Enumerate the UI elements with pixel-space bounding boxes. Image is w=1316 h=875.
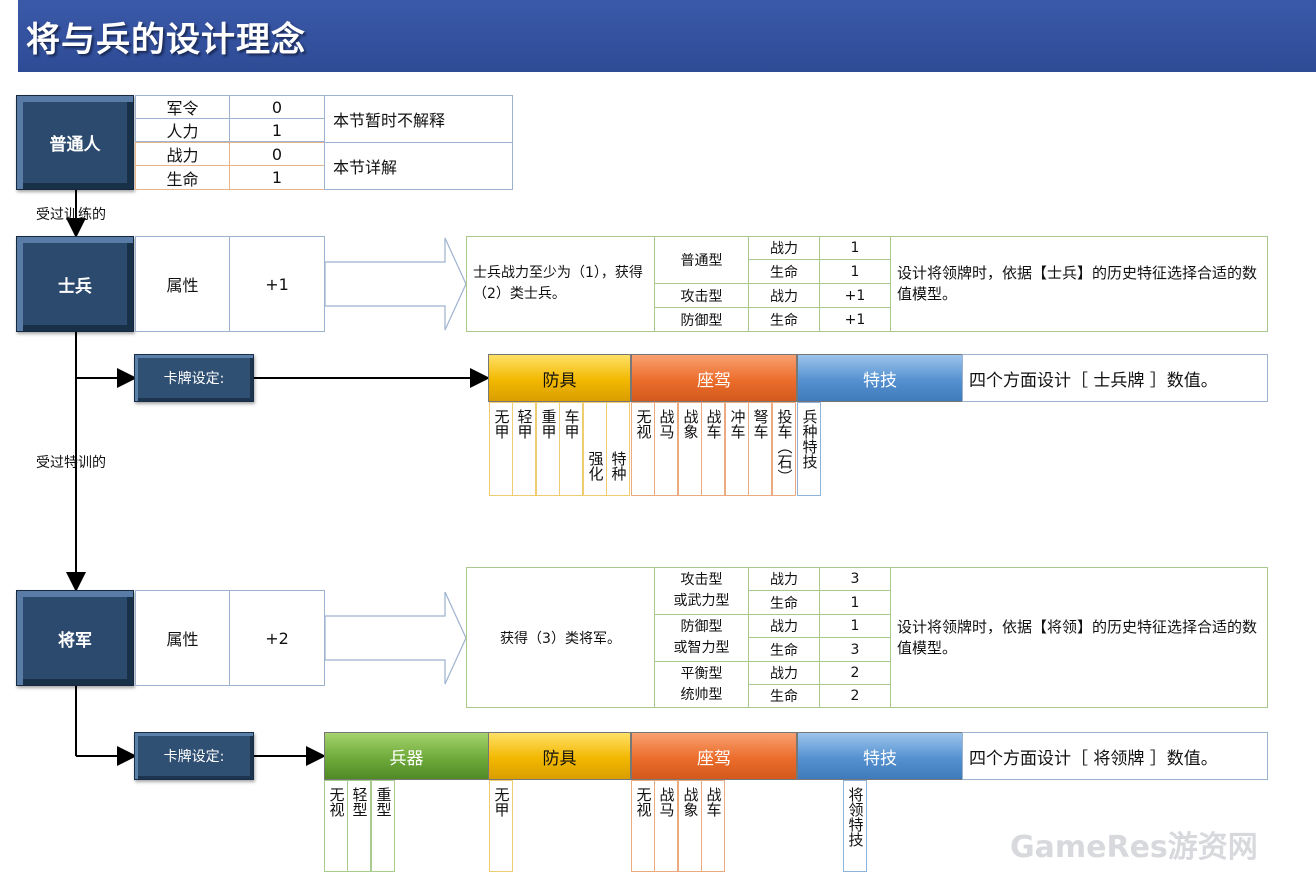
soldier-mount-tag: 投车（石） xyxy=(772,402,796,496)
commoner-value-cell: 0 xyxy=(229,95,325,119)
general-stat-value: 3 xyxy=(819,567,891,591)
commoner-attr-cell: 人力 xyxy=(135,118,230,142)
general-stat-key: 战力 xyxy=(748,614,820,638)
soldier-mount-tag: 战马 xyxy=(654,402,678,496)
general-weapon-tag: 重型 xyxy=(371,780,395,872)
soldier-stat-key: 战力 xyxy=(748,283,820,308)
soldier-mount-tag: 无视 xyxy=(631,402,655,496)
commoner-attr-cell: 战力 xyxy=(135,142,230,166)
general-type-name-line2: 统帅型 xyxy=(680,686,723,703)
soldier-type-name: 普通型 xyxy=(654,236,749,284)
general-category-armor: 防具 xyxy=(488,732,631,780)
node-general: 将军 xyxy=(16,590,134,686)
general-armor-tag: 无甲 xyxy=(489,780,513,872)
commoner-value-cell: 1 xyxy=(229,165,325,190)
general-stat-key: 战力 xyxy=(748,661,820,685)
node-soldier: 士兵 xyxy=(16,236,134,332)
soldier-design-note: 设计将领牌时，依据【士兵】的历史特征选择合适的数值模型。 xyxy=(890,236,1268,332)
soldier-mount-tag: 战车 xyxy=(701,402,725,496)
soldier-category-mount: 座驾 xyxy=(631,354,797,402)
general-category-weapon: 兵器 xyxy=(324,732,489,780)
soldier-stat-key: 生命 xyxy=(748,259,820,284)
general-stat-key: 生命 xyxy=(748,684,820,708)
general-mount-tag: 战马 xyxy=(654,780,678,872)
commoner-note-bottom: 本节详解 xyxy=(324,142,513,190)
general-weapon-tag: 轻型 xyxy=(347,780,371,872)
general-type-name-line2: 或武力型 xyxy=(673,593,730,609)
general-stat-value: 3 xyxy=(819,637,891,662)
general-type-name-line1: 攻击型 xyxy=(680,572,723,588)
general-type-name-line1: 平衡型 xyxy=(680,665,723,682)
general-type-name-line1: 防御型 xyxy=(680,619,723,635)
commoner-value-cell: 0 xyxy=(229,142,325,166)
general-weapon-tag: 无视 xyxy=(324,780,348,872)
soldier-card-setting: 卡牌设定: xyxy=(134,354,254,402)
soldier-armor-tag: 特种 xyxy=(606,402,630,496)
general-category-mount: 座驾 xyxy=(631,732,797,780)
edge-label-trained: 受过训练的 xyxy=(36,207,106,223)
general-stat-value: 1 xyxy=(819,614,891,638)
general-mount-tag: 战象 xyxy=(678,780,702,872)
soldier-mount-tag: 弩车 xyxy=(748,402,772,496)
general-card-setting: 卡牌设定: xyxy=(134,732,254,780)
commoner-attr-cell: 生命 xyxy=(135,165,230,190)
soldier-desc: 士兵战力至少为（1），获得（2）类士兵。 xyxy=(466,236,655,332)
general-type-name: 平衡型 统帅型 xyxy=(654,661,749,708)
title-bar: 将与兵的设计理念 xyxy=(18,0,1316,72)
node-commoner: 普通人 xyxy=(16,95,134,190)
soldier-stat-key: 战力 xyxy=(748,236,820,260)
soldier-type-name: 防御型 xyxy=(654,307,749,332)
soldier-armor-tag: 重甲 xyxy=(536,402,560,496)
soldier-armor-tag: 轻甲 xyxy=(512,402,536,496)
block-arrow-general xyxy=(324,591,467,685)
general-stat-key: 生命 xyxy=(748,590,820,615)
general-mount-tag: 无视 xyxy=(631,780,655,872)
general-stat-value: 2 xyxy=(819,684,891,708)
soldier-armor-tag: 车甲 xyxy=(559,402,583,496)
soldier-stat-value: 1 xyxy=(819,259,891,284)
soldier-skill-tag: 兵种特技 xyxy=(797,402,821,496)
soldier-armor-tag: 无甲 xyxy=(489,402,513,496)
general-stat-value: 1 xyxy=(819,590,891,615)
soldier-attr-value: +1 xyxy=(229,236,325,332)
page-title: 将与兵的设计理念 xyxy=(26,20,306,60)
general-skill-tag: 将领特技 xyxy=(843,780,867,872)
general-desc: 获得（3）类将军。 xyxy=(466,567,655,708)
general-attr-label: 属性 xyxy=(135,590,230,686)
general-mount-tag: 战车 xyxy=(701,780,725,872)
soldier-stat-value: +1 xyxy=(819,307,891,332)
general-stat-key: 生命 xyxy=(748,637,820,662)
soldier-card-note: 四个方面设计［ 士兵牌 ］数值。 xyxy=(962,354,1268,402)
general-type-name: 攻击型 或武力型 xyxy=(654,567,749,615)
soldier-category-skill: 特技 xyxy=(797,354,963,402)
general-card-note: 四个方面设计［ 将领牌 ］数值。 xyxy=(962,732,1268,780)
soldier-stat-key: 生命 xyxy=(748,307,820,332)
watermark: GameRes游资网 xyxy=(1010,830,1258,865)
commoner-value-cell: 1 xyxy=(229,118,325,142)
soldier-mount-tag: 冲车 xyxy=(725,402,749,496)
block-arrow-soldier xyxy=(324,237,467,331)
soldier-stat-value: 1 xyxy=(819,236,891,260)
general-attr-value: +2 xyxy=(229,590,325,686)
general-stat-key: 战力 xyxy=(748,567,820,591)
soldier-type-name: 攻击型 xyxy=(654,283,749,308)
commoner-attr-cell: 军令 xyxy=(135,95,230,119)
soldier-category-armor: 防具 xyxy=(488,354,631,402)
general-type-name: 防御型 或智力型 xyxy=(654,614,749,662)
soldier-mount-tag: 战象 xyxy=(678,402,702,496)
soldier-armor-tag: 强化 xyxy=(583,402,607,496)
general-category-skill: 特技 xyxy=(797,732,963,780)
soldier-stat-value: +1 xyxy=(819,283,891,308)
soldier-attr-label: 属性 xyxy=(135,236,230,332)
general-stat-value: 2 xyxy=(819,661,891,685)
general-type-name-line2: 或智力型 xyxy=(673,640,730,656)
commoner-note-top: 本节暂时不解释 xyxy=(324,95,513,143)
edge-label-special-trained: 受过特训的 xyxy=(36,455,106,471)
general-design-note: 设计将领牌时，依据【将领】的历史特征选择合适的数值模型。 xyxy=(890,567,1268,708)
